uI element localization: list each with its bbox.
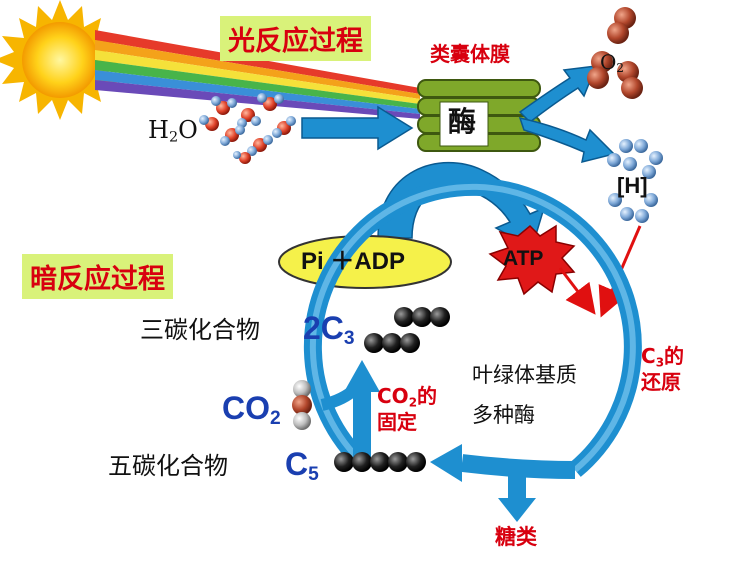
sun-icon xyxy=(0,0,126,120)
five-carbon-label: 五碳化合物 xyxy=(108,452,228,480)
c3-reduction-label: C3的 还原 xyxy=(641,344,685,394)
water-arrow xyxy=(301,105,414,151)
c3-molecules-icon xyxy=(364,307,450,353)
dark-reaction-title: 暗反应过程 xyxy=(22,254,173,299)
oxygen-molecules-icon xyxy=(587,7,643,99)
water-molecules-icon xyxy=(199,93,296,164)
atp-label: ATP xyxy=(503,247,544,270)
pi-adp-label: Pi ＋ADP xyxy=(301,248,406,275)
calvin-cycle-ring xyxy=(303,177,642,482)
c5-formula: C5 xyxy=(285,446,319,485)
atp-burst-icon xyxy=(488,224,576,296)
stroma-label: 叶绿体基质 多种酶 xyxy=(472,363,577,427)
enzyme-label: 酶 xyxy=(448,105,477,138)
c3-formula: 2C3 xyxy=(303,310,355,349)
thylakoid-label: 类囊体膜 xyxy=(430,42,510,66)
sugar-output-arrow xyxy=(498,470,536,522)
light-reaction-title: 光反应过程 xyxy=(220,16,371,61)
atp-to-cycle-arrow xyxy=(558,267,596,315)
co2-formula: CO2 xyxy=(222,390,281,429)
co2-molecule-icon xyxy=(292,380,312,430)
c5-molecules-icon xyxy=(334,452,426,472)
water-label: H2O xyxy=(148,116,198,146)
co2-fixation-label: CO2的 固定 xyxy=(377,384,438,434)
hydrogen-particles-icon xyxy=(607,139,663,223)
oxygen-label: O2 xyxy=(600,50,625,75)
thylakoid-stack-icon xyxy=(417,79,541,152)
sugar-label: 糖类 xyxy=(495,525,537,549)
hydrogen-label: [H] xyxy=(617,173,648,198)
three-carbon-label: 三碳化合物 xyxy=(140,316,260,344)
